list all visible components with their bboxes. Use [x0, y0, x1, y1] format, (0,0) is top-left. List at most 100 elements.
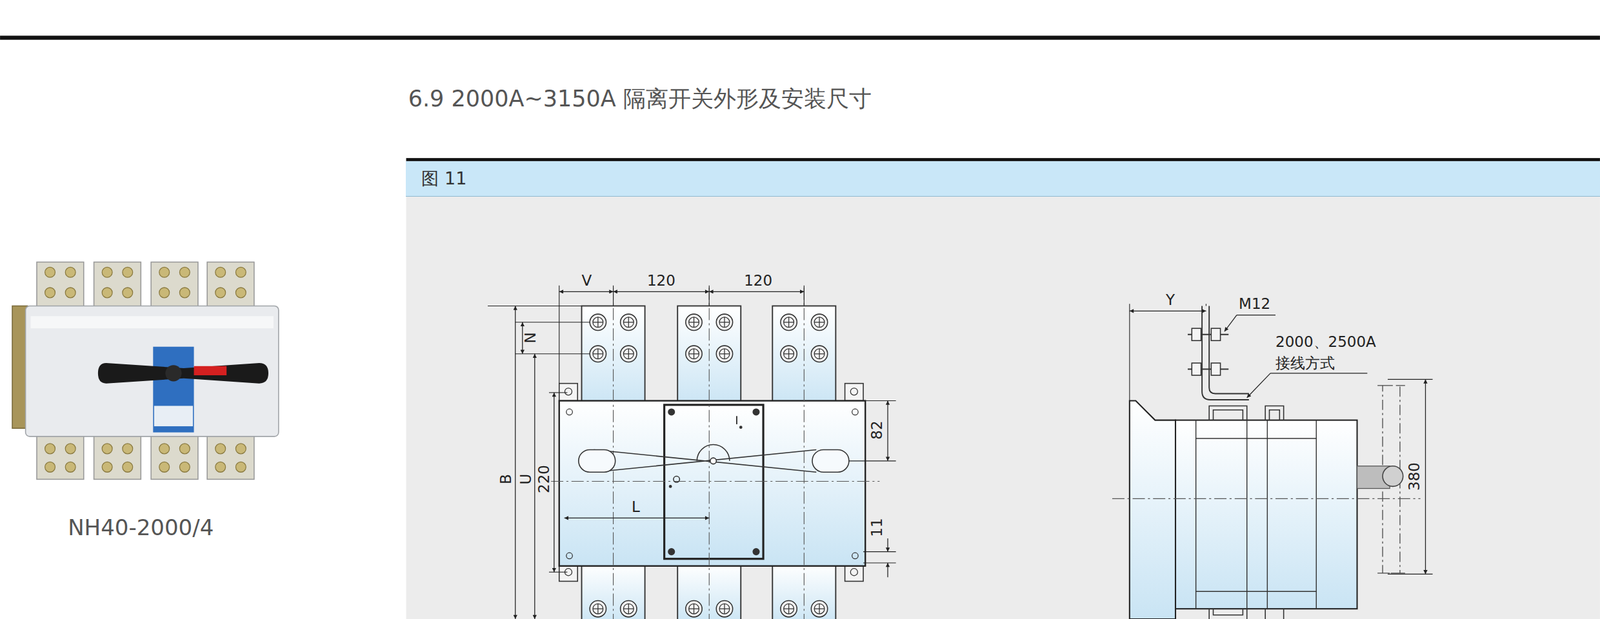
- terminal-screw: [215, 267, 226, 278]
- terminal-screw: [215, 461, 226, 473]
- bolt-symbol: [685, 345, 702, 362]
- bolt-symbol: [780, 314, 797, 331]
- extension-line: [612, 285, 614, 307]
- bolt-cross: [597, 603, 599, 615]
- bolt-nut: [1210, 328, 1220, 341]
- dimension-line: [564, 518, 710, 519]
- terminal-screw: [235, 287, 246, 299]
- terminal-screw: [122, 267, 133, 278]
- dimension-line: [887, 538, 888, 553]
- dimension-line: [1224, 315, 1237, 332]
- bolt-cross: [788, 603, 790, 615]
- body-screw: [852, 409, 859, 415]
- dimension-label: 120: [647, 272, 676, 288]
- body-section: [1246, 420, 1248, 610]
- bolt-symbol: [814, 603, 825, 615]
- bolt-symbol: [783, 603, 795, 615]
- handle-mark: [194, 366, 228, 376]
- terminal-screw: [122, 287, 133, 299]
- terminal-screw: [65, 267, 76, 278]
- centre-line: [550, 481, 880, 482]
- extension-line: [865, 400, 896, 402]
- mounting-hole: [850, 388, 858, 396]
- dimension-label: 11: [869, 518, 884, 537]
- dimension-line: [1247, 373, 1271, 399]
- dimension-line: [534, 354, 535, 619]
- dimension-line: [887, 563, 888, 578]
- mounting-hole: [850, 569, 858, 577]
- bolt-symbol: [719, 603, 730, 615]
- bolt-symbol: [814, 349, 825, 360]
- bolt-symbol: [719, 349, 730, 360]
- body-highlight: [30, 316, 274, 329]
- terminal-screw: [159, 461, 170, 473]
- terminal-screw: [101, 287, 113, 299]
- bolt-nut: [1191, 328, 1201, 341]
- bolt-symbol: [716, 314, 733, 331]
- product-caption: NH40-2000/4: [67, 516, 214, 539]
- bolt-cross: [723, 349, 725, 360]
- terminal-screw: [179, 443, 190, 455]
- extension-line: [549, 392, 568, 393]
- dimension-line: [559, 291, 614, 293]
- switch-body: [559, 401, 866, 567]
- handle: [98, 363, 269, 384]
- dimension-line: [1425, 379, 1426, 575]
- bolt-symbol: [685, 601, 702, 618]
- leader-line: [1270, 372, 1368, 374]
- terminal-screw: [45, 267, 56, 278]
- bolt-symbol: [814, 317, 825, 328]
- bolt-symbol: [685, 314, 702, 331]
- bolt-cross: [628, 317, 630, 328]
- base-flange: [1129, 401, 1176, 619]
- contact-channel: [1209, 609, 1284, 619]
- terminal-bar: [94, 430, 142, 480]
- bolt-symbol: [719, 317, 730, 328]
- handle-pivot: [710, 458, 717, 464]
- body-section: [1316, 420, 1317, 610]
- dimension-line: [709, 291, 804, 293]
- page-title: 6.9 2000A~3150A 隔离开关外形及安装尺寸: [408, 87, 872, 111]
- drawing-group: [12, 261, 1433, 619]
- bolt-symbol: [620, 601, 637, 618]
- extension-line: [863, 551, 897, 553]
- dimension-line: [887, 401, 888, 462]
- bolt-cross: [628, 349, 630, 360]
- bolt-symbol: [780, 601, 797, 618]
- bolt-symbol: [623, 349, 634, 360]
- bolt-symbol: [589, 601, 606, 618]
- terminal-screw: [45, 443, 56, 455]
- bolt-symbol: [589, 345, 606, 362]
- terminal-screw: [65, 287, 76, 299]
- centre-line: [803, 287, 805, 619]
- handle-lever: [594, 449, 817, 473]
- dimension-label: 120: [743, 272, 773, 288]
- centre-line: [612, 287, 614, 619]
- bolt-symbol: [623, 317, 634, 328]
- operating-plate: [664, 405, 764, 560]
- centre-line: [1112, 498, 1421, 500]
- handle-knob: [1382, 466, 1404, 488]
- bolt-cross: [723, 603, 725, 615]
- body-screw: [852, 552, 859, 559]
- terminal-bracket: [1201, 305, 1250, 400]
- terminal-screw: [215, 287, 226, 299]
- extension-line: [558, 285, 560, 384]
- terminal-screw: [235, 267, 246, 278]
- switch-body: [1175, 420, 1358, 610]
- terminal-screw: [179, 287, 190, 299]
- body-screw: [566, 552, 573, 559]
- switch-body: [25, 305, 279, 437]
- dimension-label: U: [518, 474, 533, 486]
- terminal-bar: [207, 430, 255, 480]
- dimension-line: [553, 392, 555, 573]
- dimension-line: [1129, 310, 1207, 312]
- body-section: [1195, 420, 1197, 610]
- mounting-tab: [559, 383, 578, 402]
- terminal-screw: [215, 443, 226, 455]
- bolt-symbol: [716, 345, 733, 362]
- figure-number: 图 11: [421, 167, 467, 191]
- dimension-label: V: [581, 272, 593, 288]
